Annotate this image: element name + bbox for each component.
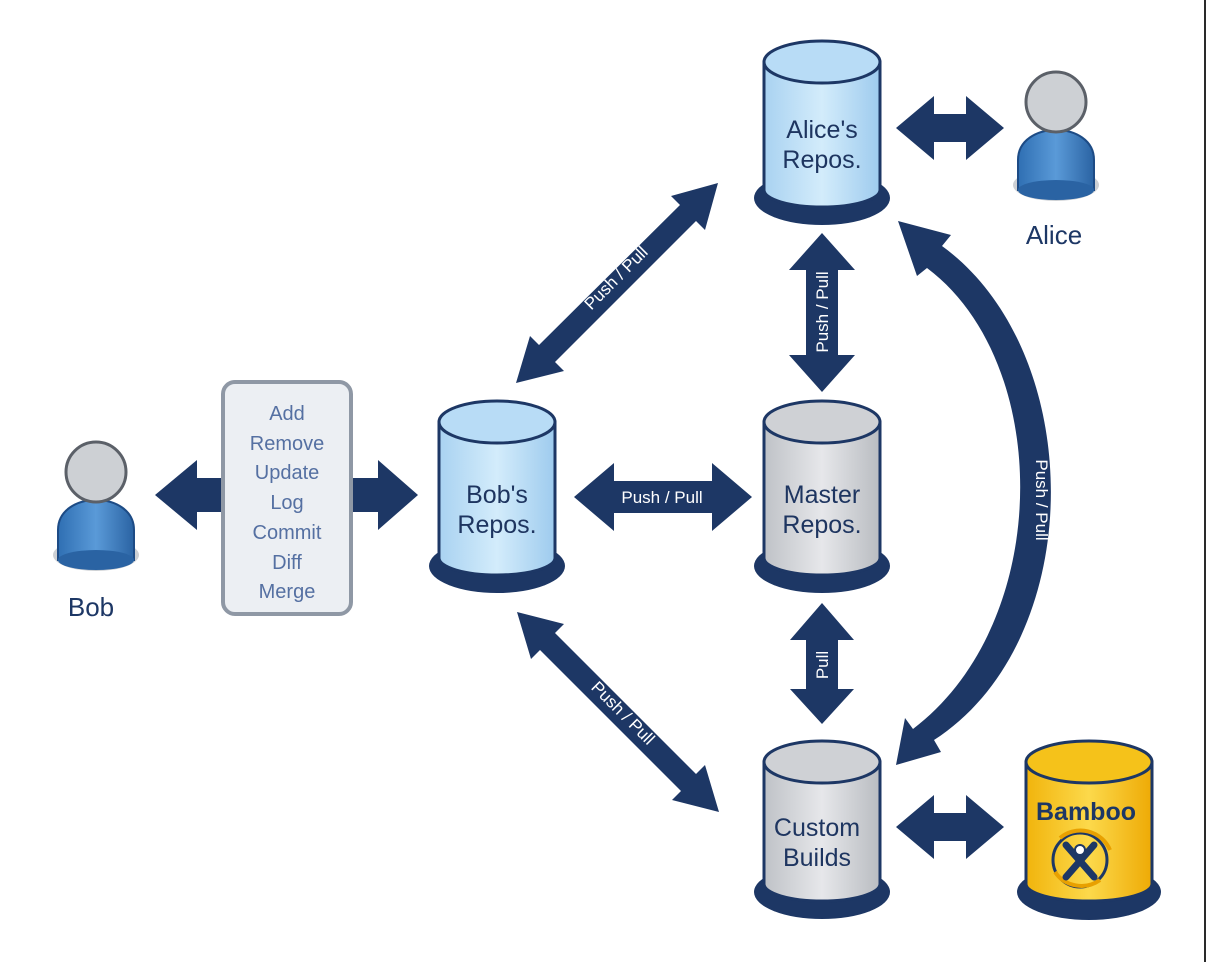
arrow-bob-commands [155,460,224,530]
arrow-alice-master [789,233,855,392]
arrow-bob-alice [516,183,718,383]
command-log: Log [270,492,304,515]
bob-repo-label-1: Bob's [466,481,528,509]
master-repo-label-2: Repos. [782,511,861,539]
bamboo-logo-icon [1051,828,1112,889]
label-bob-alice: Push / Pull [581,243,652,314]
bamboo-server[interactable]: Bamboo [1017,739,1161,920]
command-update: Update [254,462,320,485]
bob-label: Bob [67,592,115,622]
right-border [1204,0,1206,962]
arrows [155,96,1004,859]
command-commit: Commit [252,521,322,544]
custom-builds-label-1: Custom [774,814,860,842]
arrow-alice-custom-curve-path [896,221,1051,765]
alice-repo-label-1: Alice's [786,116,857,144]
command-diff: Diff [272,551,302,574]
custom-builds-label-2: Builds [783,844,851,872]
alice-repo-label-2: Repos. [782,146,861,174]
command-add: Add [269,403,305,425]
custom-builds-repo[interactable]: Custom Builds [754,739,890,919]
bamboo-label: Bamboo [1036,798,1136,826]
arrow-commands-bob-repo [350,460,418,530]
arrow-custom-bamboo [896,795,1004,859]
label-bob-custom: Push / Pull [587,678,658,749]
label-alice-master: Push / Pull [813,271,832,352]
alice-repo[interactable]: Alice's Repos. [754,39,890,225]
label-alice-custom: Push / Pull [1032,459,1051,540]
alice-label: Alice [1025,220,1083,250]
arrow-bob-master [574,463,752,531]
command-list-box: Add Remove Update Log Commit Diff Merge [221,380,353,616]
bob-avatar [53,440,139,571]
arrow-master-custom [790,603,854,724]
bob-repo-label-2: Repos. [457,511,536,539]
command-merge: Merge [258,581,316,604]
alice-avatar [1013,70,1099,201]
arrow-alice-repo-alice [896,96,1004,160]
command-remove: Remove [249,432,325,455]
arrow-bob-custom [517,612,719,812]
bob-repo[interactable]: Bob's Repos. [429,399,565,593]
master-repo-label-1: Master [784,481,860,509]
label-bob-master: Push / Pull [621,488,702,507]
label-master-custom: Pull [813,651,832,679]
master-repo[interactable]: Master Repos. [754,399,890,593]
